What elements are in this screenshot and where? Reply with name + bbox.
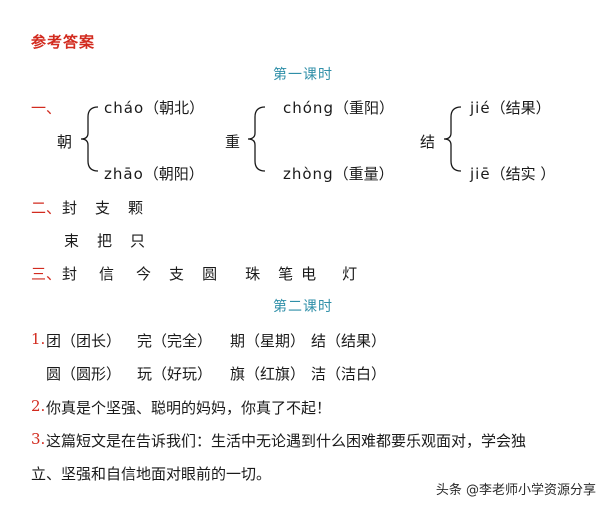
word-pair-row-1: 团（团长）完（完全）期（星期）结（结果） (46, 332, 387, 350)
pinyin-entry: zhāo（朝阳） (104, 165, 204, 183)
brace-icon (443, 106, 462, 172)
lesson-2-title: 第二课时 (273, 299, 333, 315)
pinyin-entry: jiē（结实 ） (470, 165, 556, 183)
brace-icon (247, 106, 266, 172)
question-2-answer: 你真是个坚强、聪明的妈妈，你真了不起！ (46, 399, 332, 417)
word-pair-row-2: 圆（圆形）玩（好玩）旗（红旗）洁（洁白） (46, 365, 387, 383)
question-1-number: 1. (31, 330, 46, 348)
pinyin-entry: jié（结果） (470, 99, 551, 117)
polyphone-char-jie: 结 (420, 133, 436, 151)
watermark: 头条 @李老师小学资源分享 (432, 478, 599, 499)
lesson-1-title: 第一课时 (273, 67, 333, 83)
question-3-number: 3. (31, 430, 46, 448)
section-1-number: 一、 (31, 99, 62, 117)
measure-word-row-2: 束把只 (64, 232, 146, 250)
question-3-answer-line-2: 立、坚强和自信地面对眼前的一切。 (31, 465, 272, 483)
measure-word-row-1: 封支颗 (62, 199, 144, 217)
brace-icon (80, 106, 99, 172)
question-2-number: 2. (31, 397, 46, 415)
word-list-row: 封信今支圆珠笔电灯 (62, 265, 358, 283)
pinyin-entry: chóng（重阳） (283, 99, 394, 117)
polyphone-char-chong: 重 (225, 133, 241, 151)
pinyin-entry: cháo（朝北） (104, 99, 205, 117)
section-3-number: 三、 (31, 265, 62, 283)
answer-key-heading: 参考答案 (31, 33, 96, 51)
question-3-answer-line-1: 这篇短文是在告诉我们：生活中无论遇到什么困难都要乐观面对，学会独 (46, 432, 527, 450)
section-2-number: 二、 (31, 199, 62, 217)
polyphone-char-chao: 朝 (57, 133, 73, 151)
pinyin-entry: zhòng（重量） (283, 165, 394, 183)
